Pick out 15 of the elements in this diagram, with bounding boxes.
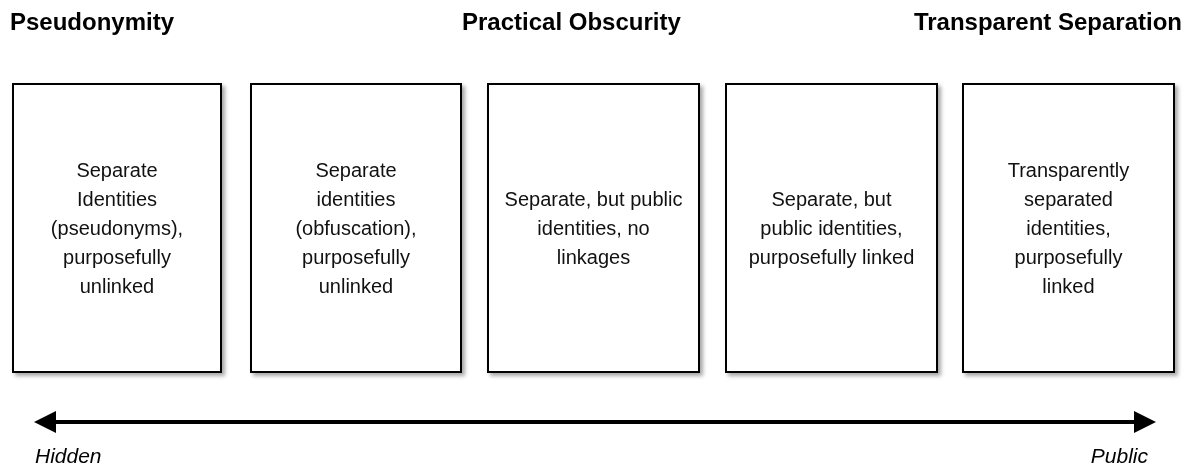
axis-end-label: Public	[1090, 444, 1148, 468]
stage-description: Transparently separated identities, purposefully linked	[1006, 157, 1131, 299]
category-heading: Pseudonymity	[10, 8, 175, 36]
stage-description: Separate, but public identities, purposefully linked	[747, 186, 916, 270]
stage-box	[962, 83, 1175, 373]
category-heading: Practical Obscurity	[462, 8, 681, 36]
stage-description: Separate, but public identities, no linkages	[503, 186, 684, 270]
stage-box	[487, 83, 700, 373]
stage-description: Separate identities (obfuscation), purposefully unlinked	[294, 157, 418, 299]
axis-end-label: Hidden	[35, 444, 102, 468]
stage-description: Separate Identities (pseudonyms), purposefully unlinked	[49, 157, 185, 299]
category-heading: Transparent Separation	[913, 8, 1182, 36]
stage-box	[725, 83, 938, 373]
stage-box	[250, 83, 462, 373]
stage-box	[12, 83, 222, 373]
